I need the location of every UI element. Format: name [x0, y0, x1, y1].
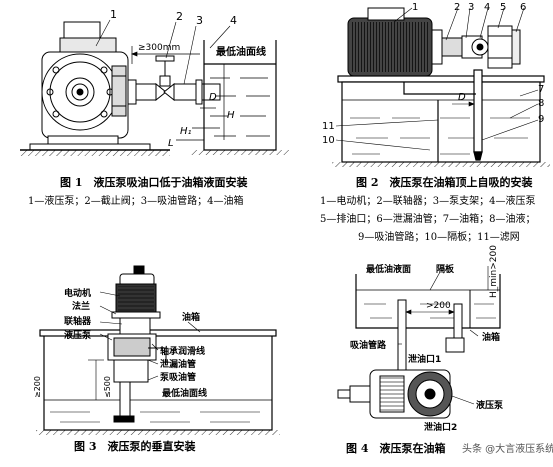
- fig3-dimensions: [43, 359, 104, 400]
- fig1-dim-300: ≥300mm: [138, 43, 180, 53]
- fig4-label-drain2: 泄油口2: [424, 421, 457, 433]
- fig1-oil-tank: [190, 40, 290, 155]
- fig2-callout-4: 4: [484, 2, 490, 13]
- fig1-sym-D: D: [209, 92, 217, 103]
- fig3-dim-200: ≥200: [33, 376, 42, 398]
- fig3-label-flange: 法兰: [72, 300, 90, 312]
- fig3-label-bearing-line: 轴承润滑线: [160, 345, 205, 357]
- fig4-label-min-level: 最低油液面: [366, 263, 411, 275]
- fig2-callout-3: 3: [468, 2, 474, 13]
- fig2-legend-line3: 9—吸油管路；10—隔板；11—滤网: [358, 230, 520, 243]
- fig2-caption: 图 2 液压泵在油箱顶上自吸的安装: [356, 175, 532, 189]
- fig1-callout-1: 1: [110, 8, 117, 21]
- fig2-callout-9: 9: [538, 114, 544, 125]
- fig3-caption: 图 3 液压泵的垂直安装: [74, 439, 195, 453]
- fig3-callouts: [99, 291, 201, 381]
- fig1-callout-3: 3: [196, 14, 203, 27]
- figure-1: 1 2 3 4 ≥300mm 最低油面线 D H H₁ L 图 1 液压泵吸油口…: [20, 8, 290, 207]
- fig2-sym-D: D: [458, 92, 466, 103]
- fig1-min-level-label: 最低油面线: [216, 45, 266, 58]
- watermark: 头条 @大言液压系统: [462, 442, 553, 455]
- fig2-callout-1: 1: [412, 2, 418, 13]
- fig4-dimensions: [405, 266, 489, 315]
- fig3-label-coupling: 联轴器: [64, 315, 92, 327]
- fig4-caption: 图 4 液压泵在油箱: [346, 441, 445, 455]
- fig2-callout-5: 5: [500, 2, 506, 13]
- fig1-legend: 1—液压泵；2—截止阀；3—吸油管路；4—油箱: [28, 194, 243, 207]
- fig2-callout-8: 8: [538, 98, 544, 109]
- fig3-dim-500: ≤500: [103, 376, 112, 398]
- fig1-dimensions: [131, 46, 225, 141]
- fig2-callout-10: 10: [322, 135, 335, 146]
- fig2-oil-tank: [332, 69, 550, 167]
- fig3-motor-pump: [107, 265, 167, 423]
- fig4-label-pump: 液压泵: [476, 399, 504, 411]
- fig1-callout-4: 4: [230, 14, 237, 27]
- fig4-label-drain1: 泄油口1: [408, 353, 441, 365]
- fig2-callout-11: 11: [322, 121, 335, 132]
- fig2-legend-line1: 1—电动机；2—联轴器；3—泵支架；4—液压泵: [320, 194, 535, 207]
- fig3-label-tank: 油箱: [182, 311, 200, 323]
- figure-2: 1 2 3 4 5 6 7 8 9 10 11 D 图 2 液压泵在油箱顶上自吸…: [320, 2, 550, 243]
- fig3-label-pump: 液压泵: [64, 329, 92, 341]
- fig1-callouts: [95, 19, 231, 85]
- fig4-label-baffle: 隔板: [436, 263, 455, 275]
- fig4-label-tank: 油箱: [482, 331, 500, 343]
- fig4-hmin: H_min>200: [489, 245, 499, 298]
- fig4-callouts: [398, 271, 479, 405]
- fig2-callout-6: 6: [520, 2, 526, 13]
- fig4-pump: [337, 369, 453, 419]
- fig3-label-drain-pipe: 泄漏油管: [160, 358, 196, 370]
- figure-3: 电动机 法兰 联轴器 液压泵 油箱 轴承润滑线 泄漏油管 泵吸油管 最低油面线 …: [33, 265, 280, 453]
- figure-4: 最低油液面 隔板 >200 H_min>200 吸油管路 泄油口1 泄油口2 液…: [337, 245, 553, 455]
- fig1-pump: [20, 21, 170, 156]
- fig1-sym-H1: H₁: [180, 126, 192, 137]
- fig3-label-suction-pipe: 泵吸油管: [160, 371, 196, 383]
- fig4-label-suction-pipe: 吸油管路: [350, 339, 387, 351]
- fig2-callout-7: 7: [538, 84, 544, 95]
- fig2-legend-line2: 5—排油口；6—泄漏油管；7—油箱；8—油液；: [320, 212, 535, 225]
- fig3-tank: [36, 329, 280, 435]
- fig4-dim-200: >200: [426, 301, 451, 311]
- fig3-label-motor: 电动机: [64, 287, 91, 299]
- fig1-sym-L: L: [168, 138, 174, 149]
- fig1-suction-line: [135, 55, 221, 105]
- fig2-dimensions: [452, 101, 475, 107]
- fig1-callout-2: 2: [176, 10, 183, 23]
- fig1-caption: 图 1 液压泵吸油口低于油箱液面安装: [60, 175, 247, 189]
- fig2-motor: [347, 7, 521, 77]
- fig2-callout-2: 2: [454, 2, 460, 13]
- fig3-label-min-level: 最低油面线: [162, 387, 207, 399]
- fig1-sym-H: H: [227, 110, 235, 121]
- fig2-callouts: [335, 7, 539, 151]
